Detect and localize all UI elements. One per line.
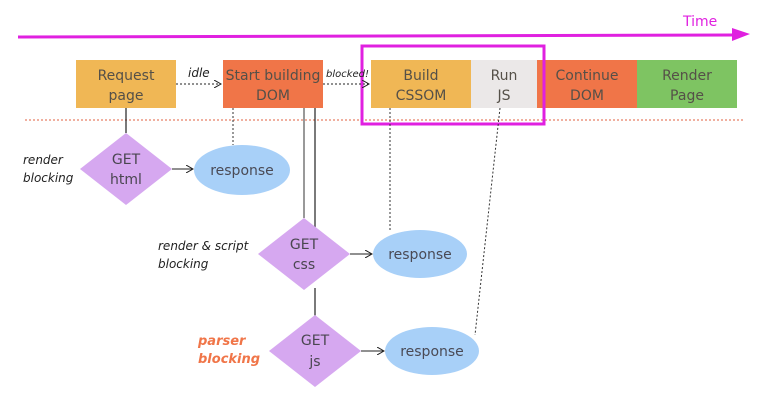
note-html-line1: render: [23, 153, 64, 167]
box-label-line1: Run: [491, 68, 518, 84]
timeline-render-page: Render Page: [637, 60, 737, 108]
box-label-line1: Render: [662, 68, 712, 84]
node-label: js: [308, 354, 320, 370]
connector-js-response-to-run-js: [474, 107, 501, 336]
response-label: response: [210, 163, 274, 179]
blocked-label: blocked!: [326, 69, 369, 80]
note-css-line1: render & script: [158, 239, 250, 253]
idle-label: idle: [188, 66, 210, 80]
box-label-line2: page: [109, 88, 144, 104]
node-label: GET: [301, 333, 330, 349]
request-get-html: GET html: [80, 133, 172, 205]
box-label-line1: Start building: [226, 68, 321, 84]
request-get-js: GET js: [269, 315, 361, 387]
timeline-run-js: Run JS: [471, 60, 537, 108]
node-label: html: [110, 172, 142, 188]
box-label-line1: Continue: [556, 68, 619, 84]
response-css: response: [373, 230, 467, 278]
node-label: GET: [290, 237, 319, 253]
response-js: response: [385, 327, 479, 375]
box-label-line2: JS: [496, 88, 510, 104]
box-label-line2: DOM: [256, 88, 290, 104]
note-html-line2: blocking: [23, 171, 74, 185]
box-label-line1: Request: [98, 68, 155, 84]
timeline-build-cssom: Build CSSOM: [371, 60, 471, 108]
timeline-start-building-dom: Start building DOM: [223, 60, 323, 108]
timeline-request-page: Request page: [76, 60, 176, 108]
note-css-line2: blocking: [158, 257, 209, 271]
request-get-css: GET css: [258, 218, 350, 290]
response-label: response: [400, 344, 464, 360]
note-js-line1: parser: [197, 334, 247, 349]
time-axis-arrowhead: [732, 28, 750, 41]
box-label-line2: CSSOM: [396, 88, 447, 104]
node-label: GET: [112, 152, 141, 168]
box-label-line2: DOM: [570, 88, 604, 104]
note-js-line2: blocking: [198, 352, 260, 367]
time-axis-line: [17, 33, 736, 39]
node-label: css: [293, 257, 315, 273]
response-label: response: [388, 247, 452, 263]
box-label-line1: Build: [403, 68, 438, 84]
time-label: Time: [682, 14, 717, 30]
response-html: response: [194, 145, 290, 195]
box-label-line2: Page: [670, 88, 704, 104]
timeline-continue-dom: Continue DOM: [537, 60, 637, 108]
